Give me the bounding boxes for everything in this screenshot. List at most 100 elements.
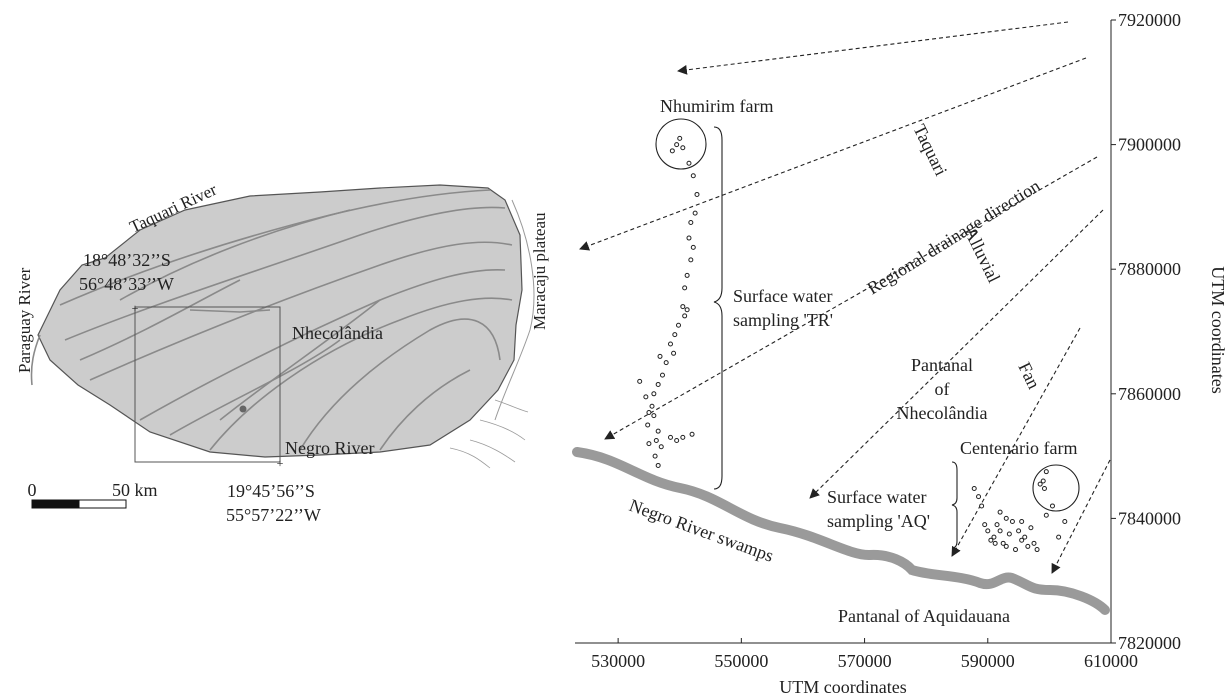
tr-sample-point [669,148,675,154]
aq-sample-point [1031,540,1037,546]
y-tick-label: 7840000 [1118,508,1181,528]
y-tick-label: 7820000 [1118,633,1181,653]
se-corner-latitude: 19°45’56’’S [227,481,315,501]
aq-sample-point [988,537,994,543]
y-axis-label: UTM coordinates [1208,266,1227,393]
tr-sample-point [646,441,652,447]
tr-sample-point [688,219,694,225]
aq-sample-point [1003,543,1009,549]
regional-drainage-label: Regional drainage direction [864,175,1044,298]
aq-sample-point [971,485,977,491]
scale-distance-label: 50 km [112,480,158,500]
aq-sample-point [991,534,997,540]
drainage-arrow [1051,459,1111,574]
drainage-arrow [677,21,1069,75]
aq-sample-point [1006,531,1012,537]
y-tick-label: 7920000 [1118,10,1181,30]
centenario-farm-circle [1032,464,1080,512]
tr-sample-point [663,360,669,366]
taquari-fan-label: Taquari [909,121,951,179]
drainage-arrow [951,327,1081,557]
y-tick-label: 7880000 [1118,259,1181,279]
x-tick-label: 590000 [961,651,1015,671]
scale-bar: 0 50 km [28,480,158,509]
aq-sample-point [1000,540,1006,546]
tr-sample-point [653,438,659,444]
tr-sample-point [686,160,692,166]
aq-sample-point [1019,537,1025,543]
pantanal-nhecolandia-line2: of [935,379,950,399]
corner-marker-se: + [277,456,284,470]
maracaju-plateau-label: Maracaju plateau [530,212,549,330]
aq-sample-point [997,528,1003,534]
pantanal-aquidauana-label: Pantanal of Aquidauana [838,606,1010,626]
tr-sample-point [682,285,688,291]
aq-sample-point [1043,469,1049,475]
x-tick-label: 610000 [1084,651,1138,671]
tr-sample-point [690,173,696,179]
tr-sample-point [649,403,655,409]
tr-bracket [713,126,723,490]
drainage-arrows [579,21,1111,574]
aq-sample-point [1062,519,1068,525]
tr-sample-point [658,444,664,450]
tr-sample-point [690,244,696,250]
aq-sample-point [1049,503,1055,509]
tr-sample-point [680,145,686,151]
y-tick-label: 7860000 [1118,384,1181,404]
tr-sample-point [682,313,688,319]
aq-sample-point [982,522,988,528]
tr-sample-point [667,434,673,440]
nhecolandia-label: Nhecolândia [292,323,383,343]
aq-sample-point [979,503,985,509]
paraguay-river-label: Paraguay River [15,267,34,373]
tr-sampling-points [637,135,700,468]
aq-sample-point [976,494,982,500]
tr-sample-point [680,434,686,440]
tr-sample-point [674,142,680,148]
negro-river-swamps-label: Negro River swamps [627,495,777,566]
aq-sampling-points [971,469,1068,553]
tr-sample-point [674,438,680,444]
nhumirim-farm-circle [655,118,707,170]
tr-sample-point [645,422,651,428]
aq-sample-point [1056,534,1062,540]
x-tick-label: 530000 [591,651,645,671]
external-rivers [449,399,529,469]
scale-zero-label: 0 [28,480,37,500]
left-overview-map: + + Taquari River Paraguay River Maracaj… [15,180,549,525]
study-site-dot [239,405,247,413]
tr-sample-point [655,381,661,387]
aq-sample-point [1025,543,1031,549]
tr-sample-point [684,307,690,313]
aq-sample-point [1009,519,1015,525]
aq-sample-point [1041,485,1047,491]
tr-sample-point [655,428,661,434]
aq-sample-point [1040,478,1046,484]
tr-sample-point [677,135,683,141]
tr-sample-point [646,409,652,415]
aq-bracket [951,461,958,549]
aq-sample-point [994,522,1000,528]
surface-aq-label-line1: Surface water [827,487,926,507]
negro-river-swamps [572,447,1110,615]
tr-sample-point [651,413,657,419]
tr-sample-point [655,462,661,468]
tr-sample-point [688,257,694,263]
river-network [30,189,513,451]
tr-sample-point [671,350,677,356]
aq-sample-point [1003,515,1009,521]
se-corner-longitude: 55°57’22’’W [226,505,321,525]
study-area-box [134,306,281,463]
aq-sample-point [992,540,998,546]
aq-sample-point [1037,481,1043,487]
y-axis-ticks: 7820000784000078600007880000790000079200… [1111,10,1181,653]
aq-sample-point [1043,512,1049,518]
drainage-arrow [579,57,1087,251]
aq-sample-point [1028,525,1034,531]
surface-tr-label-line2: sampling 'TR' [733,310,833,330]
nhumirim-farm-label: Nhumirim farm [660,96,773,116]
